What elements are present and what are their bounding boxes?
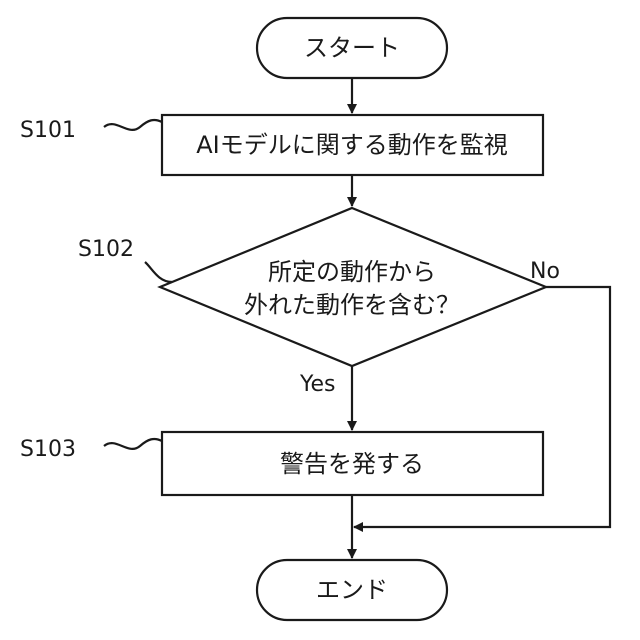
step-label-s102: S102 [78, 237, 134, 262]
step-label-s103: S103 [20, 437, 76, 462]
decision-diamond: 所定の動作から 外れた動作を含む？ [160, 208, 546, 366]
monitor-label: AIモデルに関する動作を監視 [196, 131, 508, 159]
no-label: No [530, 259, 560, 284]
step-label-s101: S101 [20, 118, 76, 143]
decision-label-line2: 外れた動作を含む？ [244, 291, 460, 319]
leader-s103 [104, 439, 162, 449]
warn-label: 警告を発する [280, 450, 424, 478]
start-label: スタート [304, 34, 400, 62]
end-label: エンド [316, 576, 388, 604]
warn-process: 警告を発する [162, 432, 543, 495]
start-terminal: スタート [257, 18, 447, 78]
leader-s101 [104, 120, 162, 130]
end-terminal: エンド [257, 560, 447, 620]
decision-label-line1: 所定の動作から [268, 258, 436, 286]
monitor-process: AIモデルに関する動作を監視 [162, 115, 543, 175]
yes-label: Yes [299, 372, 336, 397]
leader-s102 [145, 262, 172, 282]
